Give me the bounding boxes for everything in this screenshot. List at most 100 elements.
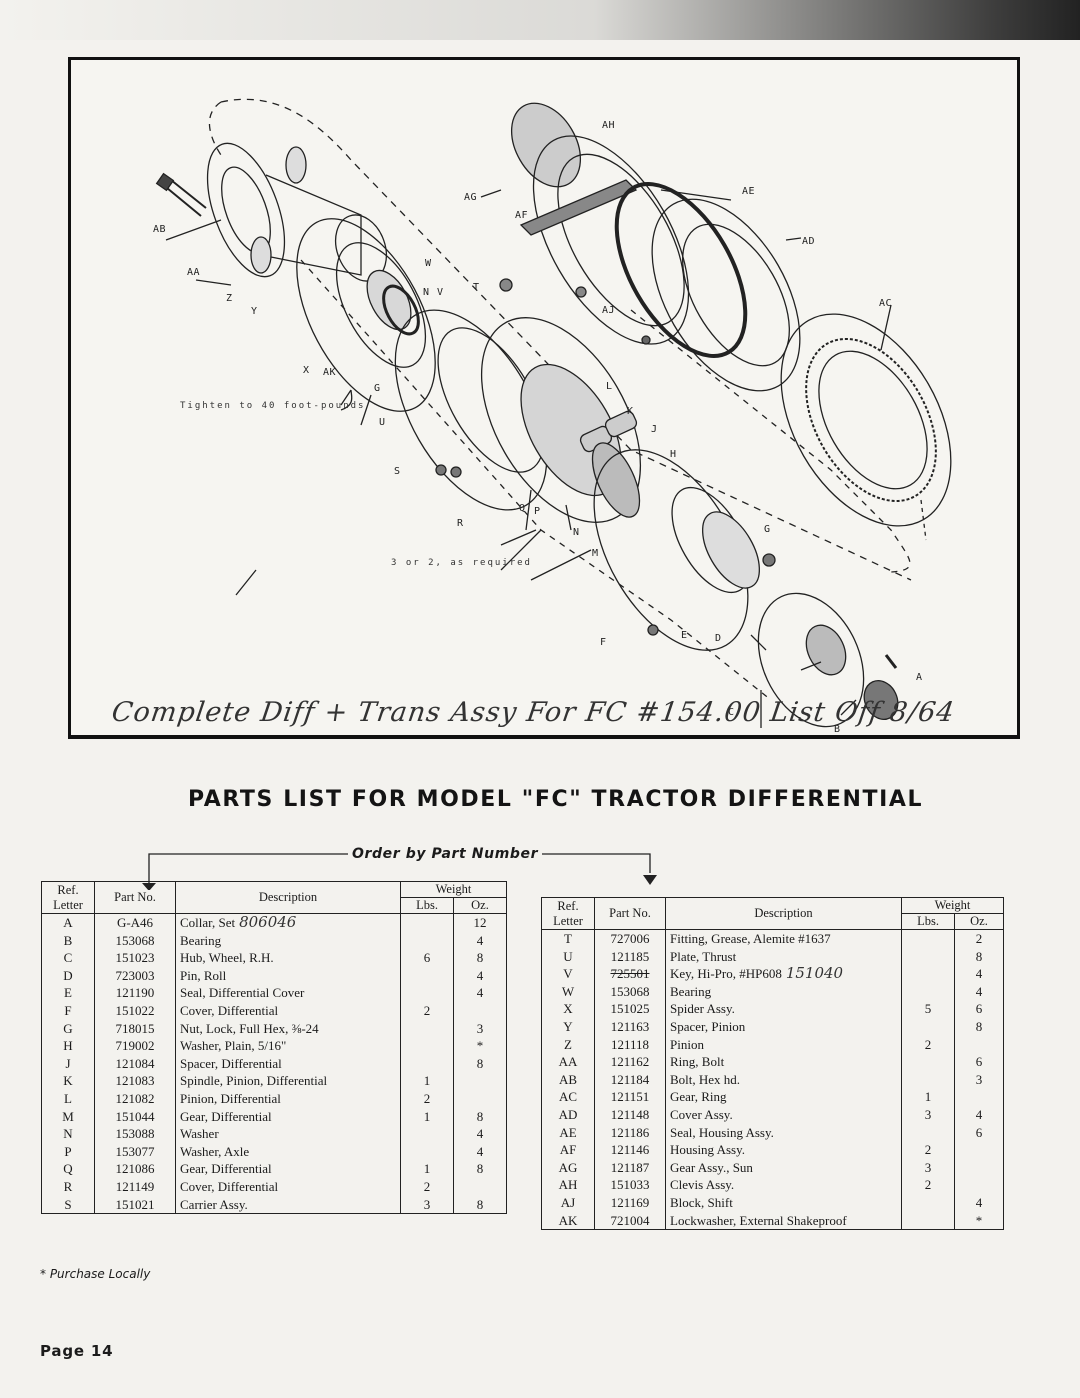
callout-H: H — [670, 449, 677, 460]
hub-flange — [206, 142, 286, 278]
oz-text: 3 — [975, 1071, 983, 1087]
cell-ref: N — [41, 1125, 95, 1143]
cell-part: 121118 — [594, 1035, 666, 1054]
cell-desc: Ring, Bolt — [665, 1053, 902, 1071]
desc-text: Seal, Housing Assy. — [670, 1124, 774, 1140]
oz-text: 12 — [473, 915, 487, 930]
oz-text: 8 — [975, 1018, 983, 1034]
cell-part: 121185 — [594, 947, 666, 966]
oz-text: 4 — [975, 1106, 983, 1122]
cell-desc: Housing Assy. — [665, 1141, 902, 1159]
part-text: 719002 — [115, 1038, 155, 1054]
desc-text: Block, Shift — [670, 1194, 733, 1210]
cell-part: 121184 — [594, 1070, 666, 1089]
lbs-text: 2 — [423, 1178, 431, 1194]
cell-desc: Lockwasher, External Shakeproof — [665, 1211, 902, 1231]
desc-text: Bolt, Hex hd. — [670, 1071, 741, 1087]
ref-text: AF — [559, 1142, 577, 1158]
callout-Q: Q — [519, 503, 526, 514]
ref-text: AE — [559, 1124, 577, 1140]
cell-lbs: 1 — [901, 1088, 955, 1106]
desc-text: Washer — [180, 1126, 219, 1142]
cell-oz — [453, 1072, 507, 1090]
ref-text: N — [63, 1126, 73, 1142]
cell-desc: Cover, Differential — [175, 1001, 401, 1020]
callout-G-bottom: G — [764, 524, 771, 535]
footnote: * Purchase Locally — [40, 1267, 151, 1281]
cell-desc: Washer, Axle — [175, 1142, 401, 1161]
cell-part: 153068 — [94, 931, 176, 950]
oz-text: 8 — [476, 950, 484, 966]
carrier-assy — [394, 309, 548, 511]
lbs-text: 6 — [423, 950, 431, 966]
housing-seal — [614, 182, 748, 358]
col-description: Description — [175, 881, 401, 914]
cell-oz: 4 — [453, 931, 507, 950]
ref-text: E — [64, 985, 72, 1001]
part-text: 121151 — [610, 1089, 650, 1105]
oz-text: 6 — [975, 1054, 983, 1070]
cell-part: 151044 — [94, 1107, 176, 1126]
cell-ref: AA — [541, 1053, 595, 1071]
oz-text: 2 — [975, 931, 983, 946]
cell-oz — [453, 1001, 507, 1020]
cell-oz: * — [453, 1037, 507, 1055]
cell-desc: Spindle, Pinion, Differential — [175, 1072, 401, 1090]
cell-part: 151025 — [594, 1000, 666, 1018]
cell-lbs — [400, 984, 454, 1002]
cell-desc: Pinion, Differential — [175, 1089, 401, 1108]
lbs-text: 2 — [423, 1090, 431, 1106]
hub-shaft — [260, 174, 362, 276]
cell-oz — [453, 1177, 507, 1196]
callout-AB: AB — [153, 224, 167, 235]
cell-ref: Q — [41, 1160, 95, 1178]
callout-V: V — [437, 287, 444, 298]
cell-part: 153077 — [94, 1142, 176, 1161]
oz-text: * — [476, 1038, 484, 1054]
lbs-text: 1 — [423, 1073, 431, 1089]
ref-text: T — [564, 931, 572, 946]
callout-AC: AC — [879, 298, 893, 309]
desc-text: Spindle, Pinion, Differential — [180, 1073, 328, 1089]
ref-text: J — [65, 1055, 71, 1071]
ref-text: AA — [558, 1054, 578, 1070]
ref-text: AJ — [560, 1194, 576, 1210]
desc-text: Clevis Assy. — [670, 1177, 735, 1193]
cell-lbs: 3 — [901, 1105, 955, 1124]
ref-text: G — [63, 1020, 73, 1036]
cell-oz: 8 — [954, 947, 1004, 966]
cell-oz — [954, 1088, 1004, 1106]
desc-text: Gear Assy., Sun — [670, 1159, 753, 1175]
oz-text: 8 — [476, 1055, 484, 1071]
cell-part: 121186 — [594, 1123, 666, 1142]
cell-desc: Seal, Differential Cover — [175, 984, 401, 1002]
callout-F: F — [600, 637, 607, 648]
lbs-text: 1 — [924, 1089, 932, 1105]
cell-oz: 8 — [453, 1195, 507, 1215]
cell-lbs — [901, 1193, 955, 1212]
cell-ref: AJ — [541, 1193, 595, 1212]
callout-S: S — [394, 466, 401, 477]
cell-oz — [954, 1141, 1004, 1159]
cell-lbs — [901, 1053, 955, 1071]
part-text: 153077 — [115, 1143, 155, 1159]
cell-lbs — [901, 1123, 955, 1142]
ref-text: AG — [558, 1159, 578, 1175]
page-title: PARTS LIST FOR MODEL "FC" TRACTOR DIFFER… — [188, 787, 924, 812]
callout-M: M — [592, 548, 599, 559]
part-text: 121187 — [610, 1159, 650, 1175]
ref-text: AH — [558, 1177, 578, 1193]
